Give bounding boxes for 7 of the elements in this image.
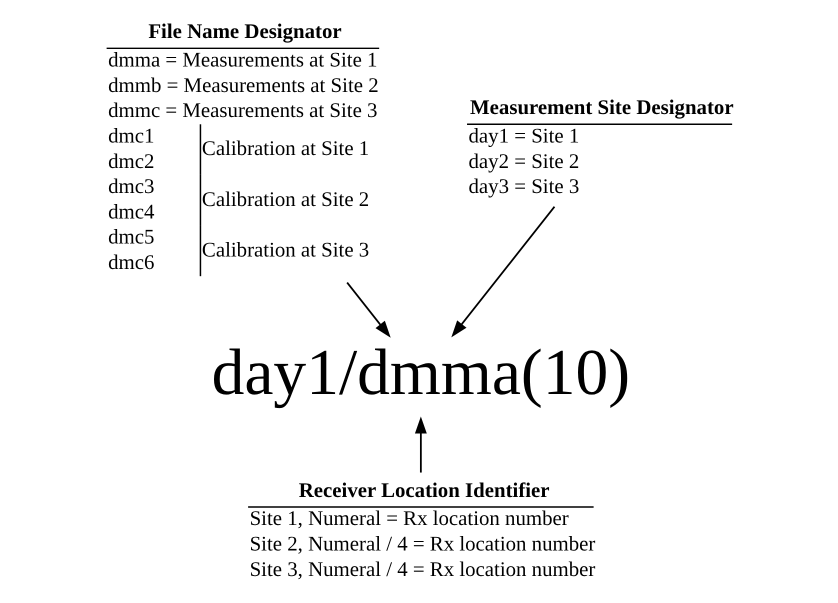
- node-text: Measurement Site Designator day1 = Site 1 day2 = Site 2 day3 = Site 3: [468, 95, 734, 198]
- arrow: [414, 416, 427, 473]
- arrow: [451, 206, 556, 338]
- arrow: [346, 282, 391, 338]
- node-text: Receiver Location Identifier Site 1, Numeral = Rx location number Site 2, Numeral / 4 = Rx location number Site 3, Numeral / 4 = Rx location number: [250, 478, 596, 581]
- node-text: File Name Designator dmma = Measurements at Site 1 dmmb = Measurements at Site 2 dmmc = Measurements at Site 3 dmc1 Calibration at Site 1 dmc2 dmc3 Calibration at Site 2 dmc4 dmc5 Calibration at Site 3 dmc6: [108, 19, 379, 274]
- node-text: day1/dmma(10): [212, 337, 630, 410]
